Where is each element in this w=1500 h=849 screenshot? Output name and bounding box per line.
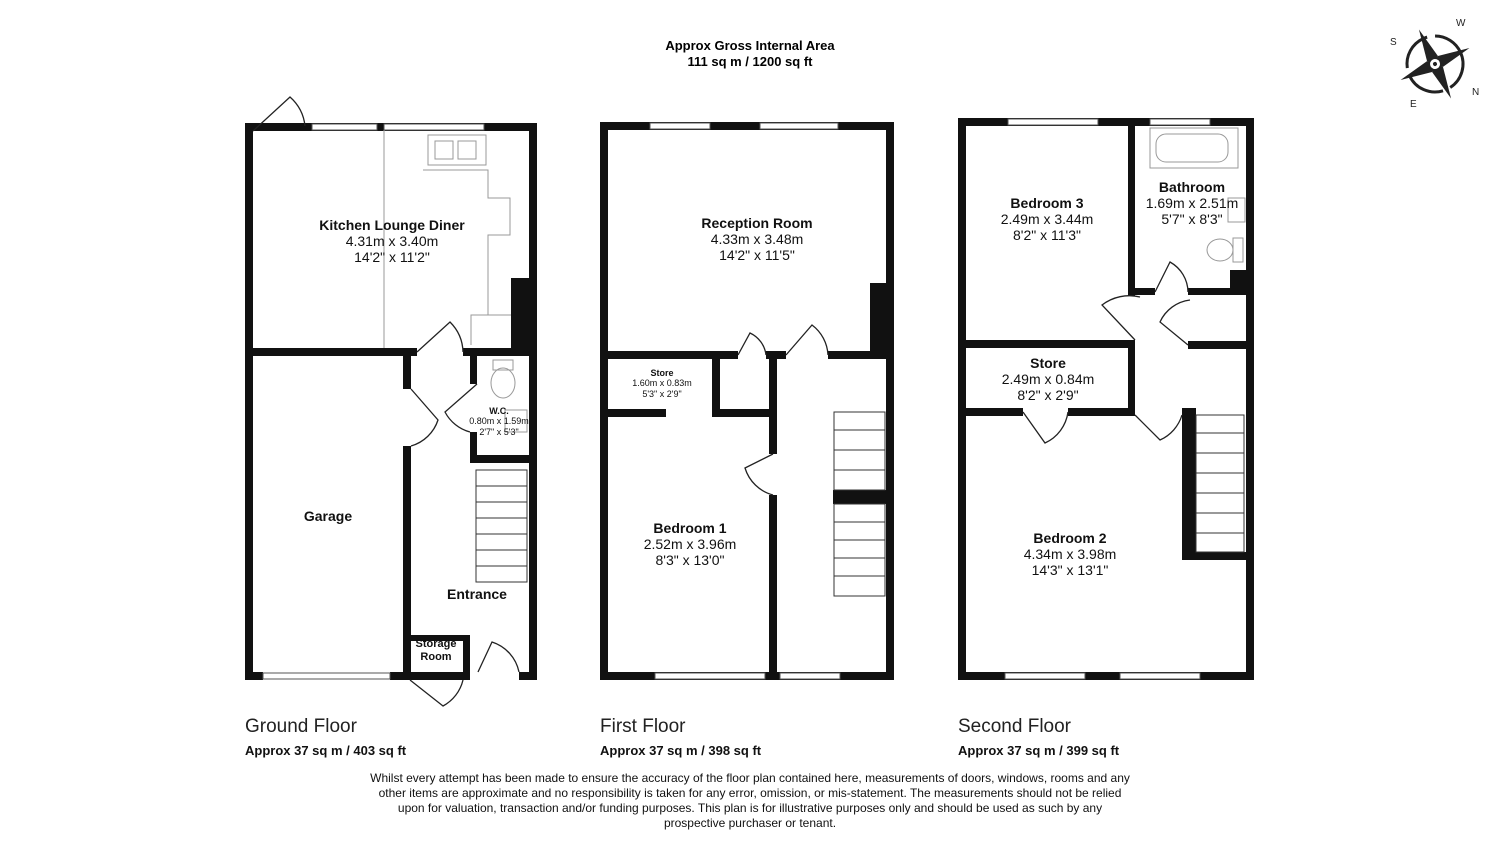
room-imperial: 14'2" x 11'2" [354,249,430,266]
room-bedroom-1: Bedroom 1 2.52m x 3.96m 8'3" x 13'0" [644,520,737,568]
room-name: Bathroom [1158,179,1226,195]
compass-labels: S W N E [1390,18,1479,110]
fixtures [383,127,1246,433]
windows [262,118,1211,680]
compass-e: E [1410,99,1417,110]
disclaimer: Whilst every attempt has been made to en… [370,771,1130,830]
compass-n: N [1472,87,1479,98]
room-name: Bedroom 3 [1010,195,1084,211]
room-name: Reception Room [701,215,813,231]
room-imperial: 14'2" x 11'5" [719,247,795,264]
room-metric: 1.60m x 0.83m [632,378,692,389]
floor-name-ground: Ground Floor [245,716,357,737]
room-metric: 2.49m x 3.44m [1000,211,1094,228]
compass-w: W [1456,18,1466,29]
room-wc: W.C. 0.80m x 1.59m 2'7" x 5'3" [469,406,529,437]
room-garage: Garage [303,508,353,524]
room-imperial: 8'2" x 11'3" [1013,227,1081,244]
room-store-second: Store 2.49m x 0.84m 8'2" x 2'9" [1002,355,1095,403]
room-metric: 2.49m x 0.84m [1001,371,1095,388]
doors [252,96,1191,707]
room-imperial: 14'3" x 13'1" [1031,562,1109,579]
room-metric: 0.80m x 1.59m [469,416,529,427]
header-area: 111 sq m / 1200 sq ft [687,53,813,69]
room-metric: 4.34m x 3.98m [1023,546,1117,563]
walls [245,118,1254,680]
room-imperial: 5'3" x 2'9" [642,388,682,399]
room-name: Store [650,368,674,378]
compass-rose-icon [1400,29,1470,99]
room-bedroom-2: Bedroom 2 4.34m x 3.98m 14'3" x 13'1" [1024,530,1117,578]
room-imperial: 2'7" x 5'3" [479,426,519,437]
gross-area-header: Approx Gross Internal Area 111 sq m / 12… [665,38,834,69]
room-metric: 4.33m x 3.48m [710,231,804,248]
room-imperial: 8'2" x 2'9" [1017,387,1079,404]
room-reception-room: Reception Room 4.33m x 3.48m 14'2" x 11'… [701,215,812,263]
room-imperial: 5'7" x 8'3" [1161,211,1223,228]
room-bathroom: Bathroom 1.69m x 2.51m 5'7" x 8'3" [1146,179,1239,227]
room-bedroom-3: Bedroom 3 2.49m x 3.44m 8'2" x 11'3" [1001,195,1094,243]
room-entrance: Entrance [447,586,507,602]
room-metric: 2.52m x 3.96m [643,536,737,553]
header-title: Approx Gross Internal Area [665,38,835,53]
floor-name-first: First Floor [600,716,686,737]
room-name: Bedroom 2 [1033,530,1107,546]
room-name: Bedroom 1 [653,520,727,536]
floor-name-second: Second Floor [958,716,1072,737]
room-name: Store [1030,355,1066,371]
room-name: Kitchen Lounge Diner [319,217,465,233]
room-store-first: Store 1.60m x 0.83m 5'3" x 2'9" [632,368,692,399]
room-metric: 4.31m x 3.40m [345,233,439,250]
room-kitchen-lounge-diner: Kitchen Lounge Diner 4.31m x 3.40m 14'2"… [319,217,464,265]
floor-area-first: Approx 37 sq m / 398 sq ft [600,743,762,758]
floor-area-ground: Approx 37 sq m / 403 sq ft [245,743,407,758]
floor-area-second: Approx 37 sq m / 399 sq ft [958,743,1120,758]
room-name: W.C. [489,406,509,416]
staircases [475,411,1245,597]
room-metric: 1.69m x 2.51m [1145,195,1239,212]
compass-s: S [1390,37,1397,48]
room-imperial: 8'3" x 13'0" [655,552,725,569]
room-storage-room: Storage Room [415,638,457,663]
